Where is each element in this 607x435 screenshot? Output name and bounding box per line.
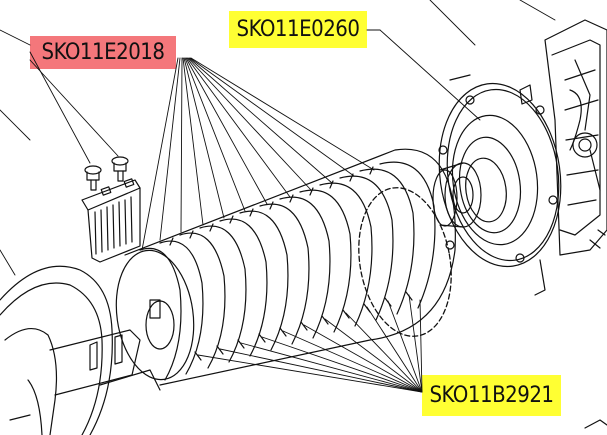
callout-label-sko11e2018: SKO11E2018 <box>30 36 176 69</box>
callout-text: SKO11E2018 <box>41 39 165 65</box>
callout-label-sko11b2921: SKO11B2921 <box>422 375 561 416</box>
callout-text: SKO11B2921 <box>429 382 554 408</box>
callout-highlight-sko11b2921 <box>422 375 561 416</box>
callout-text: SKO11E0260 <box>236 16 360 42</box>
callout-highlight-sko11e2018 <box>30 36 176 69</box>
frame-corner-mark <box>584 419 607 429</box>
shaft-bearing <box>432 162 482 228</box>
leader-lines-sko11b2921 <box>197 294 423 393</box>
leader-lines-sko11e2018 <box>0 29 375 276</box>
motor-housing <box>519 19 607 256</box>
drive-shaft <box>49 329 161 396</box>
cutter-disc-stack <box>115 148 456 386</box>
comb-stripper-plate <box>81 178 141 263</box>
callout-highlight-sko11e0260 <box>229 11 367 48</box>
screw-pair <box>84 156 129 191</box>
left-housing <box>0 265 113 435</box>
leader-lines-sko11e0260 <box>366 0 556 121</box>
callout-label-sko11e0260: SKO11E0260 <box>229 11 367 48</box>
